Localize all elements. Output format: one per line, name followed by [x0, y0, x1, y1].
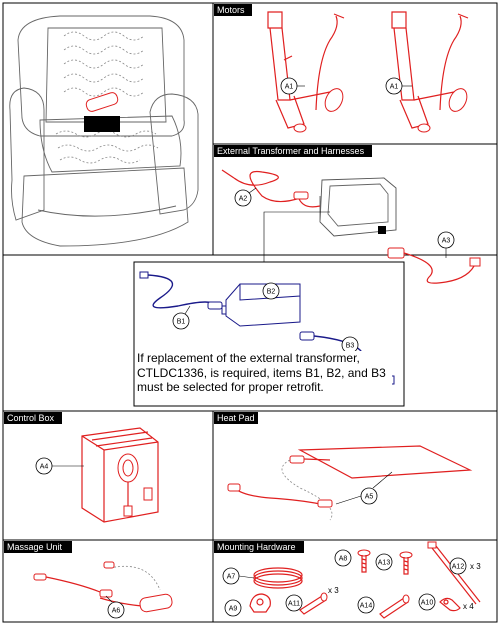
- callout-a5-label: A5: [365, 494, 374, 501]
- transformer-b2-illustration: [221, 283, 301, 327]
- lift-chair-illustration: [9, 15, 199, 247]
- heat-pad-title-bg: [214, 412, 258, 424]
- heat-pad-title: Heat Pad: [217, 413, 255, 423]
- qty-a10: x 4: [463, 602, 474, 611]
- motors-title: Motors: [217, 5, 245, 15]
- transformer-title-bg: [214, 145, 372, 157]
- callout-a9-label: A9: [229, 606, 238, 613]
- callout-a13-label: A13: [378, 560, 391, 567]
- callout-a10: [418, 593, 436, 611]
- qty-a11: x 3: [328, 586, 339, 595]
- callout-b1: [172, 312, 190, 330]
- massage-unit-title-bg: [4, 541, 72, 553]
- motor-right-illustration: [391, 11, 469, 133]
- harness-a3-illustration: [387, 247, 481, 284]
- control-box-title-bg: [4, 412, 62, 424]
- massage-unit-illustration: [33, 561, 173, 613]
- part-a13-screw: [399, 551, 413, 575]
- control-box-title: Control Box: [7, 413, 55, 423]
- callout-a11: [285, 594, 303, 612]
- motor-left-illustration: [267, 11, 345, 133]
- part-a9-clip: [249, 593, 271, 613]
- motors-box: [212, 2, 498, 145]
- mounting-hardware-title: Mounting Hardware: [217, 542, 296, 552]
- callout-a7-label: A7: [227, 574, 236, 581]
- callout-a3-label: A3: [442, 238, 451, 245]
- massage-unit-title: Massage Unit: [7, 542, 63, 552]
- callout-a13: [375, 553, 393, 571]
- callout-a8-label: A8: [339, 556, 348, 563]
- callout-a12: [449, 557, 467, 575]
- mounting-hardware-box: [212, 539, 498, 623]
- callout-a1-right-label: A1: [390, 84, 399, 91]
- heat-pad-box: [212, 410, 498, 541]
- callout-a2-label: A2: [239, 196, 248, 203]
- callout-b3-label: B3: [346, 343, 355, 350]
- transformer-title: External Transformer and Harnesses: [217, 146, 365, 156]
- callout-a1-left-label: A1: [285, 84, 294, 91]
- control-box-illustration: [81, 427, 159, 523]
- part-a11-pin: [299, 592, 328, 615]
- mounting-hardware-title-bg: [214, 541, 304, 553]
- callout-a11-label: A11: [288, 601, 300, 608]
- callout-b1-label: B1: [177, 319, 186, 326]
- callout-a10-label: A10: [421, 600, 434, 607]
- part-a8-screw: [357, 549, 371, 573]
- callout-a9: [224, 599, 242, 617]
- qty-a12: x 3: [470, 562, 481, 571]
- callout-a6-label: A6: [112, 608, 121, 615]
- callout-b2-label: B2: [267, 289, 276, 296]
- callout-a12-label: A12: [452, 564, 465, 571]
- callout-a14: [357, 596, 375, 614]
- callout-a2: [234, 189, 252, 207]
- part-a10-clamp: [439, 597, 461, 612]
- heat-pad-illustration: [227, 445, 473, 521]
- harness-a2-illustration: [221, 169, 309, 203]
- external-transformer-illustration: [297, 177, 397, 237]
- motors-title-bg: [214, 4, 252, 16]
- callout-a4-label: A4: [40, 464, 49, 471]
- part-a7-strap: [253, 567, 303, 589]
- callout-a14-label: A14: [360, 603, 373, 610]
- transformer-lead-line: [263, 211, 330, 262]
- callout-a6: [107, 601, 125, 619]
- part-a14-pin: [379, 594, 410, 619]
- callout-b2: [262, 282, 280, 300]
- callout-a8: [334, 549, 352, 567]
- retrofit-note: If replacement of the external transform…: [137, 351, 392, 395]
